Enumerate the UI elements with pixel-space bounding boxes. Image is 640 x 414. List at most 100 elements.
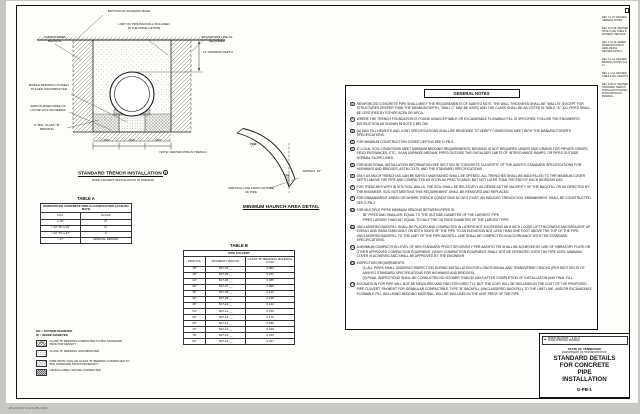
table-b-header-row: PIPE DIA.PAYMENT ITEM NO.CLASS "B" BEDDI…: [182, 256, 295, 267]
label-undisturbed-backfill: UNDISTURBED BACKFILL: [44, 35, 66, 43]
title-block-revision-note: ▲ MINOR REVISION — 6-28-17 FHWA APPROVAL…: [541, 335, 628, 346]
note-sub-item: PIPES LARGER THAN 36": EQUAL TO HALF THE…: [362, 217, 510, 222]
label-vertical-line: VERTICAL LINE FROM OUTSIDE OF PIPE: [228, 186, 274, 194]
revision-note: REV. 3-1-12: REVISED BEDDING NOTES 11 & …: [602, 57, 628, 67]
title-block: ▲ MINOR REVISION — 6-28-17 FHWA APPROVAL…: [539, 333, 630, 398]
table-row: > 27'SPECIAL DESIGN: [40, 236, 133, 244]
agency-department: DEPARTMENT OF TRANSPORTATION: [562, 350, 607, 354]
note-number: 1: [350, 101, 355, 107]
haunch-detail-drawing: [236, 128, 300, 193]
dots-hatch-swatch-icon: [36, 349, 47, 357]
table-a: REINFORCED CONCRETE PIPE CLASSIFICATION …: [40, 202, 133, 244]
haunch-detail-title: MINIMUM HAUNCH AREA DETAIL: [242, 205, 320, 210]
label-smooth-firm: SMOOTH/FIRM FREE OF LOOSE SOIL OR DEBRIS: [30, 104, 66, 112]
general-notes-title: GENERAL NOTES: [423, 89, 520, 98]
note-number: 14: [350, 282, 355, 287]
drawing-number: D-PB-1: [577, 386, 592, 392]
note-number: 13: [350, 260, 355, 266]
note-number: 11: [350, 224, 355, 230]
legend-item: HAUNCH AREA, SHOVEL COMPACTED: [36, 369, 156, 377]
general-note: 3(A) MAX FILL HEIGHTS AND JOINT SPECIFIC…: [350, 128, 572, 138]
label-class-b-bedding: 6" MIN. CLASS "B" BEDDING: [34, 123, 60, 131]
label-center-pipe-note: NOTE: CENTER PIPE IN TRENCH: [159, 150, 207, 154]
table-a-name: TABLE A: [77, 196, 95, 201]
legend: OD = OUTSIDE DIAMETER ID = INSIDE DIAMET…: [36, 329, 156, 379]
warning-triangle-icon: ▲: [543, 337, 547, 342]
legend-item: CLASS "B" BEDDING UNCOMPACTED: [36, 349, 156, 357]
table-row: > 20' TO ≤ 27'V: [40, 230, 133, 238]
revision-list: REV. 3-1-07: REVISED GENERAL NOTES. REV. …: [602, 16, 629, 98]
trench-detail-subtitle: (PIPE CULVERT INSTALLATION IN TRENCH): [91, 178, 155, 182]
column-header: CLASS "B" BEDDING MATERIAL CY/LF: [245, 256, 295, 267]
trench-detail-drawing: [37, 14, 225, 150]
note-sub-item: (1) ALL PIPES SHALL UNDERGO INSPECTION D…: [362, 265, 585, 275]
standard-drawing-sheet: { "edge": { "plot_stamp": "28-JUN-2017 1…: [6, 1, 638, 410]
trench-detail-title: STANDARD TRENCH INSTALLATION 1: [77, 170, 168, 177]
note-number: 4: [350, 139, 355, 145]
label-pipe: PIPE: [249, 142, 257, 146]
label-od3-right: OD/3: [155, 139, 161, 142]
column-header: CLASS: [79, 212, 133, 220]
note-number: 5: [350, 146, 355, 152]
table-a-title: REINFORCED CONCRETE PIPE CLASSIFICATION …: [40, 202, 132, 214]
label-od3-left: OD/3: [103, 139, 109, 142]
cross-hatch-swatch-icon: [36, 340, 47, 348]
label-bottom-of-roadway-base: BOTTOM OF ROADWAY BASE: [107, 9, 151, 13]
table-b-name: TABLE B: [230, 243, 248, 248]
note-number: 2: [350, 117, 355, 122]
note-sub-item: (2) FINAL INSPECTIONS SHALL BE CONDUCTED…: [362, 275, 574, 280]
note-number: 12: [350, 245, 355, 250]
legend-item: CLASS "B" BEDDING COMPACTED TO 95% STAND…: [36, 339, 156, 348]
revision-note: REV. 1-15-10: ADDED MINIMUM HAUNCH AREA …: [602, 40, 626, 53]
note-number: 9: [350, 196, 355, 201]
revision-strip: REV. 3-1-07: REVISED GENERAL NOTES. REV. …: [602, 8, 629, 328]
table-row: ≤ 10'III: [40, 218, 133, 226]
note-number: 3: [350, 128, 355, 134]
plot-stamp: 28-JUN-2017 14:32 D-PB-1.DGN: [9, 407, 48, 410]
revision-note: REV. 6-28-17: REVISED STANDARD TRENCH IN…: [602, 82, 629, 98]
note-number: 7: [350, 173, 355, 179]
label-limit-of-pipe-backfill: LIMIT OF PIPE BACKFILL INCLUDED IN THE P…: [118, 22, 170, 30]
diag-hatch-swatch-icon: [36, 359, 47, 367]
note-number: 10: [350, 207, 355, 213]
table-a-body: ≤ 10'III> 10' TO ≤ 20'IV> 20' TO ≤ 27'V>…: [40, 218, 133, 244]
table-row: > 10' TO ≤ 20'IV: [40, 224, 133, 232]
sheet-border: [16, 5, 630, 399]
label-approx-angle: APPROX. 15°: [302, 169, 322, 173]
table-b: PIPE CULVERT PIPE DIA.PAYMENT ITEM NO.CL…: [182, 249, 295, 345]
revision-note: REV. 3-1-07: REVISED GENERAL NOTES.: [602, 15, 627, 22]
note-number: 8: [350, 185, 355, 190]
revision-marker-icon: [624, 8, 629, 13]
label-od3-middle: OD/3: [129, 139, 135, 142]
revision-note: REV. 8-15-08: REVISED NOTE 5 AND TABLE B…: [602, 26, 629, 36]
revision-note: REV. 1-4-16: REVISED TABLE A FILL HEIGHT…: [602, 71, 629, 78]
legend-od-definitions: OD = OUTSIDE DIAMETER ID = INSIDE DIAMET…: [36, 329, 73, 337]
dense-hatch-swatch-icon: [36, 369, 47, 377]
legend-item: FIRM INSITU SOIL OR CLASS "B" BEDDING CO…: [36, 359, 156, 367]
agency-name: STATE OF TENNESSEE: [567, 346, 602, 351]
label-excavation-line: EXCAVATION LINE AS REQUIRED: [201, 35, 233, 43]
label-min-depth: 12" MINIMUM DEPTH: [203, 50, 233, 54]
column-header: PAYMENT ITEM NO.: [205, 256, 247, 267]
table-row: 84"607-16.__0.227: [182, 337, 295, 345]
detail-reference-circle: 1: [163, 170, 168, 175]
legend-items: CLASS "B" BEDDING COMPACTED TO 95% STAND…: [36, 339, 156, 377]
